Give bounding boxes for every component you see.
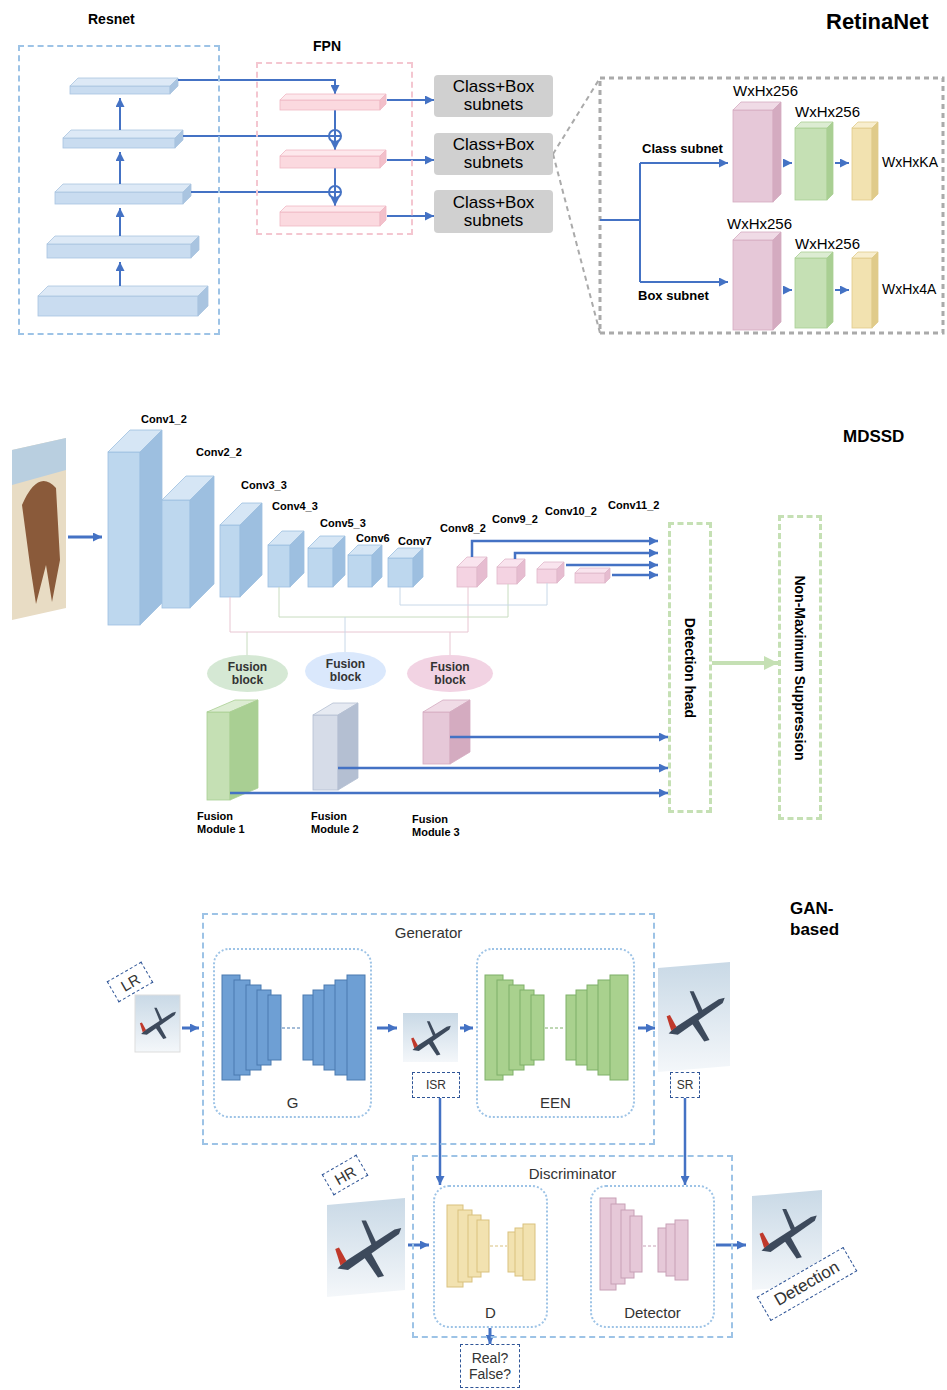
layer-label: Conv3_3 [241,479,287,491]
arrow-connector [439,1098,442,1185]
node-text: Class+Box subnets [434,136,553,172]
node-text: Fusion Module 2 [311,810,371,836]
arrow-connector [413,215,434,217]
arrow-connector [220,79,256,81]
node-text: Discriminator [414,1165,731,1182]
network-box: Detector [590,1185,715,1328]
nms-box: Non-Maximum Suppression [778,515,822,820]
node-text: LR [117,970,142,994]
node-text: Class+Box subnets [434,194,553,230]
generator-box: GeneratorG EEN ISR [202,913,655,1145]
node-text: Resnet [88,11,135,27]
dimension-label: WxHx256 [727,215,792,232]
node-text: FPN [313,38,341,54]
node-text: Class+Box subnets [434,78,553,114]
arrow-connector [712,661,778,665]
branch-label: Class subnet [642,141,723,156]
node-text: Non-Maximum Suppression [792,575,808,760]
node-text: Fusion Module 3 [412,813,472,839]
fusion-block-ellipse: Fusion block [305,652,386,690]
arrow-connector [220,135,256,137]
output-tag: SR [670,1072,700,1098]
layer-label: Conv8_2 [440,522,486,534]
fpn-box: FPN [256,62,413,235]
node-text: G [215,1094,370,1111]
node-text: Detector [592,1304,713,1321]
subnet-box: Class+Box subnets [434,133,553,175]
layer-label: Conv10_2 [545,505,597,517]
node-text: SR [677,1078,694,1092]
network-box: D [433,1185,548,1328]
fusion-module: Fusion Module 2 [313,715,338,790]
layer-label: Conv7 [398,535,432,547]
node-text: HR [331,1162,358,1188]
layer-label: Conv6 [356,532,390,544]
node-text: ISR [426,1078,446,1092]
fusion-module: Fusion Module 1 [207,712,230,800]
node-text: D [435,1304,546,1321]
subnet-box: Class+Box subnets [434,190,553,233]
fusion-module: Fusion Module 3 [423,712,450,764]
node-text: Generator [204,924,653,941]
dimension-label: WxHx4A [882,281,936,297]
arrow-connector [338,767,668,770]
node-text: Fusion block [220,661,276,687]
arrow-connector [450,736,668,739]
dimension-label: WxHxKA [882,154,938,170]
layer-label: Conv9_2 [492,513,538,525]
arrow-connector [684,1098,687,1185]
network-box: EEN [476,948,635,1118]
layer-label: Conv4_3 [272,500,318,512]
panel-title: MDSSD [843,427,904,447]
subnet-box: Class+Box subnets [434,75,553,117]
dimension-label: WxHx256 [795,235,860,252]
node-text: EEN [478,1094,633,1111]
arrow-connector [413,159,434,161]
output-tag: ISR [412,1072,460,1098]
backbone-box: Resnet [18,45,220,335]
result-box: Real? False? [460,1344,520,1388]
panel-title: GAN-based [790,898,850,940]
branch-label: Box subnet [638,288,709,303]
fusion-block-ellipse: Fusion block [207,655,288,692]
dimension-label: WxHx256 [795,103,860,120]
arrow-connector [489,1328,492,1344]
node-text: Fusion block [318,658,374,684]
dimension-label: WxHx256 [733,82,798,99]
discriminator-box: DiscriminatorD Detector [412,1155,733,1338]
arrow-connector [220,191,256,193]
layer-label: Conv1_2 [141,413,187,425]
layer-label: Conv5_3 [320,517,366,529]
layer-label: Conv11_2 [608,499,659,511]
panel-title: RetinaNet [826,9,929,35]
node-text: Real? False? [461,1350,519,1382]
node-text: Fusion block [422,661,478,687]
fusion-block-ellipse: Fusion block [407,655,493,692]
detection-head-box: Detection head [668,522,712,813]
layer-label: Conv2_2 [196,446,242,458]
node-text: Detection head [682,617,698,717]
arrow-connector [230,792,668,795]
input-tag: HR [322,1155,369,1196]
arrow-connector [413,99,434,101]
network-box: G [213,948,372,1118]
node-text: Fusion Module 1 [197,810,257,836]
